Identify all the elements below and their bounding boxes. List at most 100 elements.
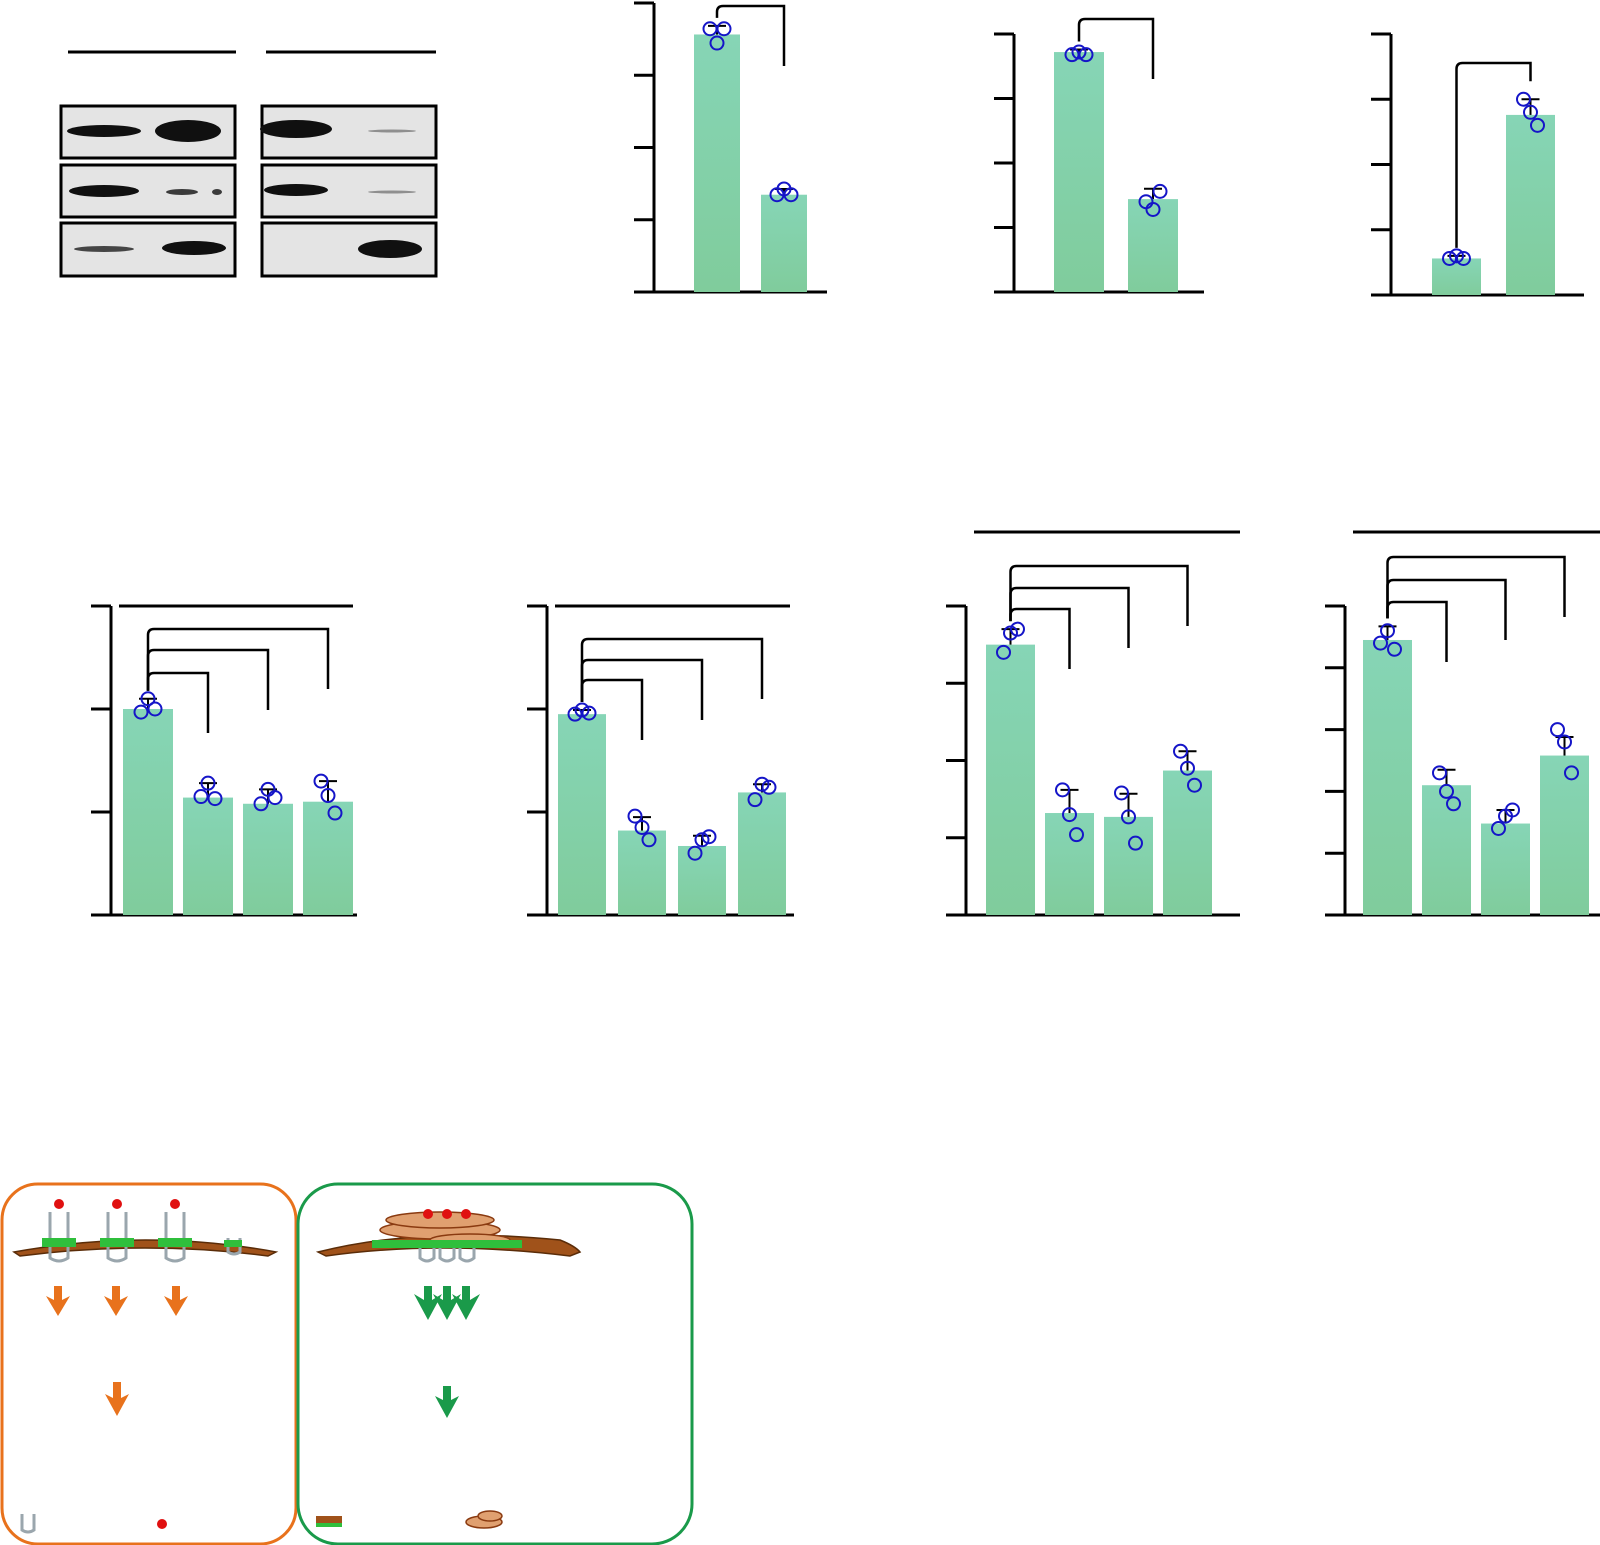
data-point xyxy=(193,789,209,805)
data-point xyxy=(634,819,650,835)
significance-bracket xyxy=(1077,17,1155,79)
arrow-down-icon xyxy=(46,1286,188,1416)
data-point xyxy=(1530,117,1545,133)
bar xyxy=(694,34,740,292)
bar xyxy=(1506,114,1555,295)
significance-bracket xyxy=(1455,61,1532,248)
data-point xyxy=(1387,641,1402,657)
data-point xyxy=(1062,807,1077,823)
blot-strip-2-right xyxy=(260,163,438,219)
arrow-down-icon xyxy=(414,1286,480,1418)
bar xyxy=(123,709,173,915)
data-point xyxy=(1180,760,1195,776)
data-point xyxy=(207,791,223,807)
bar-chart-2 xyxy=(994,17,1204,294)
data-point xyxy=(1078,47,1094,63)
data-point xyxy=(140,691,156,707)
bar xyxy=(1432,258,1481,295)
blot-strip-1-right xyxy=(260,104,438,160)
data-point xyxy=(1114,785,1129,801)
bar xyxy=(1054,52,1104,293)
data-point xyxy=(200,775,216,791)
data-point xyxy=(1380,623,1395,639)
data-point xyxy=(147,701,163,717)
bar-chart-3 xyxy=(1371,32,1584,297)
data-point xyxy=(1516,91,1531,107)
bar xyxy=(1481,823,1530,915)
significance-bracket xyxy=(580,637,764,703)
data-point xyxy=(327,805,343,821)
data-point xyxy=(133,704,149,720)
bar xyxy=(761,194,807,292)
data-point xyxy=(1128,835,1143,851)
data-point xyxy=(754,776,770,792)
blot-strip-3-left xyxy=(59,221,237,278)
significance-bracket xyxy=(715,4,786,66)
significance-bracket xyxy=(1386,555,1566,619)
data-point xyxy=(694,832,710,848)
cluster-icon xyxy=(42,1238,242,1247)
bar xyxy=(1540,755,1589,915)
bar-chart-1 xyxy=(634,1,827,294)
data-point xyxy=(1449,248,1464,264)
data-point xyxy=(687,845,703,861)
bar xyxy=(1422,785,1471,915)
data-point xyxy=(1055,782,1070,798)
data-point xyxy=(1446,796,1461,812)
membrane-left xyxy=(12,1239,279,1257)
data-point xyxy=(1173,743,1188,759)
bar-chart-4 xyxy=(91,604,357,917)
data-point xyxy=(1121,809,1136,825)
data-point xyxy=(783,187,799,203)
data-point xyxy=(701,829,717,845)
bar xyxy=(618,830,666,915)
data-point xyxy=(1550,722,1565,738)
data-point xyxy=(1071,44,1087,60)
blot-strip-2-left xyxy=(59,163,237,219)
data-point xyxy=(581,705,597,721)
bar-chart-5 xyxy=(527,604,794,917)
bar xyxy=(1045,813,1094,915)
bar xyxy=(558,714,606,915)
data-point xyxy=(747,792,763,808)
blot-strip-3-right xyxy=(260,221,438,278)
significance-bracket xyxy=(1009,564,1189,626)
cluster-icon xyxy=(372,1240,522,1248)
receptor-icon xyxy=(418,1240,476,1263)
data-point xyxy=(1564,765,1579,781)
bar xyxy=(243,803,293,915)
data-point xyxy=(1439,783,1454,799)
data-point xyxy=(1456,250,1471,266)
data-point xyxy=(1152,183,1168,199)
data-point xyxy=(702,21,718,37)
data-point xyxy=(1069,827,1084,843)
bar-chart-6 xyxy=(946,530,1240,917)
bar xyxy=(183,797,233,915)
data-point xyxy=(1505,802,1520,818)
data-point xyxy=(996,644,1011,660)
data-point xyxy=(1432,765,1447,781)
western-blot-panel xyxy=(59,50,438,278)
bar-chart-7 xyxy=(1325,530,1600,917)
data-point xyxy=(574,702,590,718)
data-point xyxy=(320,788,336,804)
data-point xyxy=(313,773,329,789)
schematic-model xyxy=(0,1182,694,1545)
data-point xyxy=(761,779,777,795)
ligand-star-icon xyxy=(423,1209,471,1219)
data-point xyxy=(1010,621,1025,637)
data-point xyxy=(1145,201,1161,217)
legend-cluster-icon xyxy=(316,1516,342,1527)
data-point xyxy=(641,832,657,848)
data-point xyxy=(1491,820,1506,836)
data-point xyxy=(267,790,283,806)
data-point xyxy=(709,35,725,51)
ligand-star-icon xyxy=(54,1199,180,1209)
data-point xyxy=(1373,635,1388,651)
data-point xyxy=(1187,777,1202,793)
receptor-icon xyxy=(48,1212,242,1263)
data-point xyxy=(716,21,732,37)
bar xyxy=(738,792,786,915)
model-box-left xyxy=(0,1182,298,1545)
